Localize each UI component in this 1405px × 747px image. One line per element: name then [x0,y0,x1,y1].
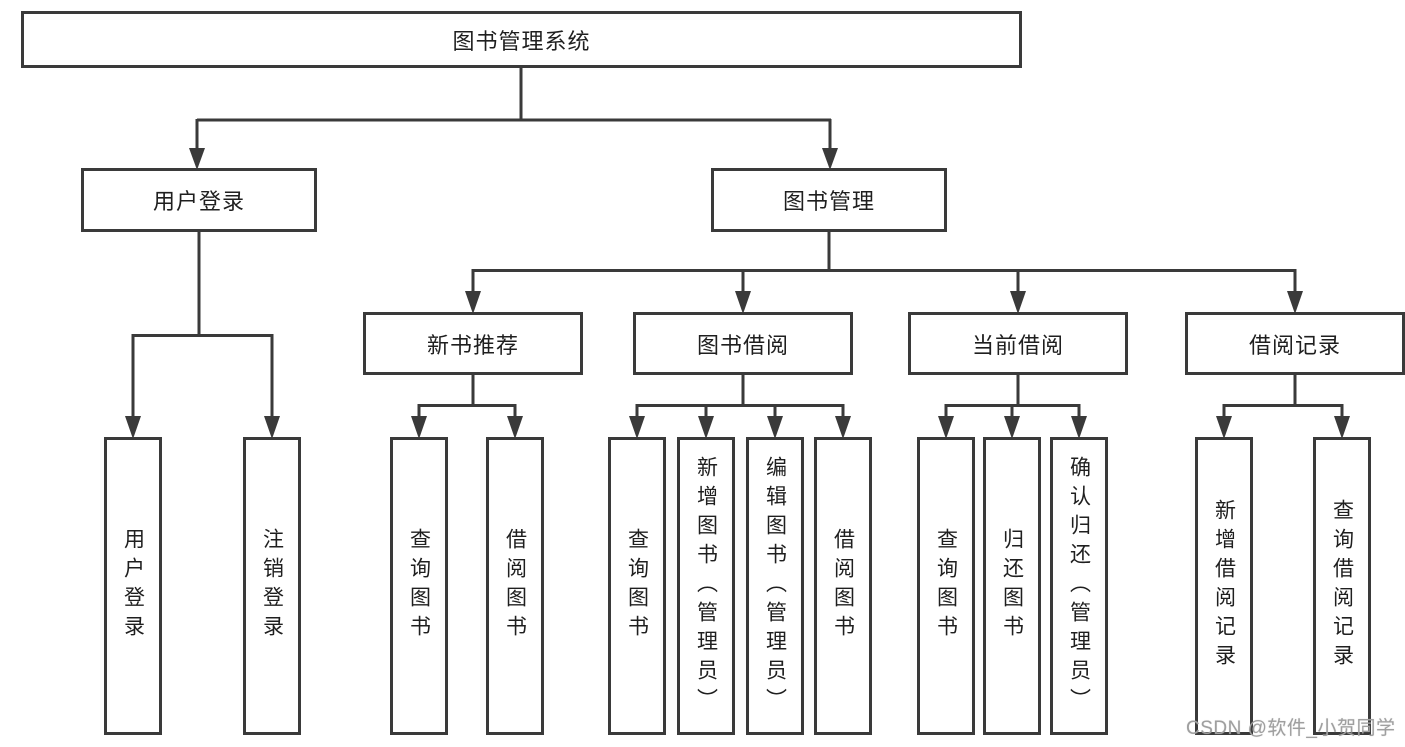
leaf-label: 注销登录 [260,528,284,644]
node-current-borrow: 当前借阅 [908,312,1128,375]
leaf-label: 查询图书 [625,528,649,644]
leaf-confirm-return-admin: 确认归还（管理员） [1050,437,1108,735]
node-library-management-system: 图书管理系统 [21,11,1022,68]
leaf-add-books-admin: 新增图书（管理员） [677,437,735,735]
node-borrow-records: 借阅记录 [1185,312,1405,375]
node-label: 当前借阅 [971,332,1064,358]
leaf-edit-books-admin: 编辑图书（管理员） [746,437,804,735]
arrow-down-icons [125,148,1350,439]
leaf-borrow-books: 借阅图书 [814,437,872,735]
leaf-label: 查询图书 [407,528,431,644]
node-new-book-recommend: 新书推荐 [363,312,583,375]
leaf-label: 新增图书（管理员） [694,455,718,717]
leaf-borrow-books-recommend: 借阅图书 [486,437,544,735]
node-label: 借阅记录 [1248,332,1341,358]
leaf-label: 查询图书 [934,528,958,644]
csdn-watermark: CSDN @软件_小贺同学 [1186,718,1396,739]
leaf-label: 用户登录 [121,528,145,644]
leaf-return-books: 归还图书 [983,437,1041,735]
leaf-label: 新增借阅记录 [1212,499,1236,673]
leaf-label: 编辑图书（管理员） [763,455,787,717]
node-label: 图书管理系统 [452,28,591,54]
node-label: 图书管理 [782,189,875,214]
node-label: 图书借阅 [696,332,789,358]
leaf-query-books-current: 查询图书 [917,437,975,735]
leaf-label: 借阅图书 [503,528,527,644]
leaf-label: 确认归还（管理员） [1067,455,1091,717]
node-label: 用户登录 [152,189,245,214]
leaf-query-books-borrow: 查询图书 [608,437,666,735]
node-book-borrow: 图书借阅 [633,312,853,375]
leaf-label: 借阅图书 [831,528,855,644]
node-user-login: 用户登录 [81,168,317,232]
leaf-query-borrow-record: 查询借阅记录 [1313,437,1371,735]
leaf-add-borrow-record: 新增借阅记录 [1195,437,1253,735]
leaf-logout: 注销登录 [243,437,301,735]
leaf-user-login: 用户登录 [104,437,162,735]
leaf-query-books-recommend: 查询图书 [390,437,448,735]
node-label: 新书推荐 [426,332,519,358]
leaf-label: 归还图书 [1000,528,1024,644]
node-book-management: 图书管理 [711,168,947,232]
leaf-label: 查询借阅记录 [1330,499,1354,673]
